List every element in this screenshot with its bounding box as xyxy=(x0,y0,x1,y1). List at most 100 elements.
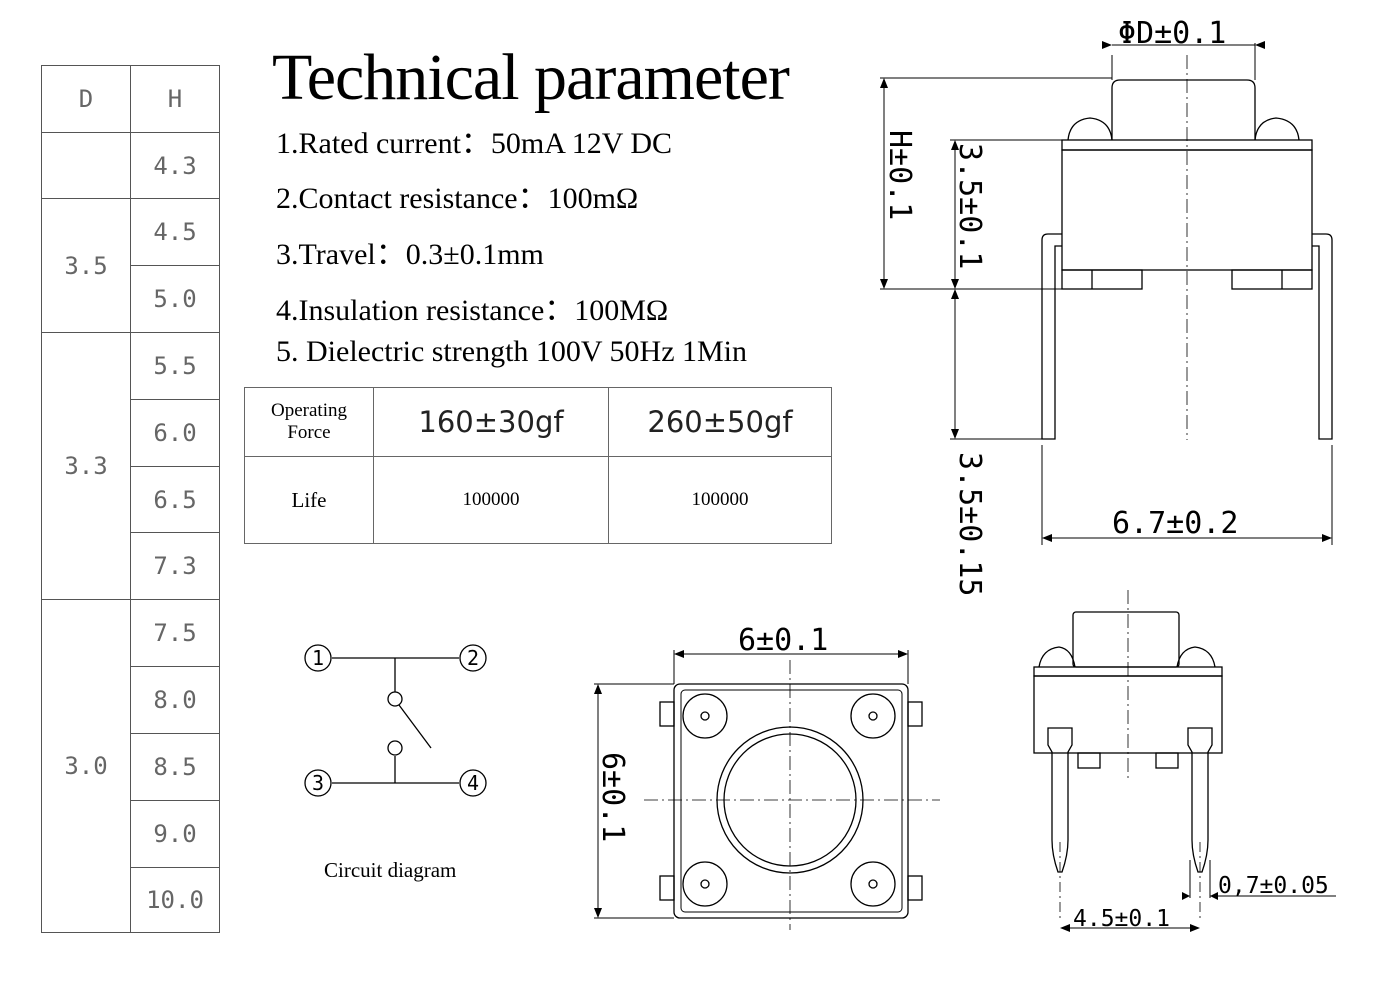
front-bump-right xyxy=(1176,646,1216,668)
table-row: 4.3 xyxy=(41,132,220,199)
corner-hole xyxy=(682,693,728,739)
table-row: 5.0 xyxy=(42,265,220,333)
circuit-diagram xyxy=(304,644,487,797)
switch-contact-top xyxy=(387,691,403,707)
dh-h-cell: 4.3 xyxy=(130,132,220,199)
parameter-insulation-resistance: 4.Insulation resistance：100MΩ xyxy=(276,294,669,327)
table-row: 6.5 xyxy=(42,466,220,533)
life-value-1: 100000 xyxy=(373,456,609,544)
dh-h-cell: 8.0 xyxy=(130,666,220,734)
front-pin-left xyxy=(1047,727,1073,873)
side-view xyxy=(880,43,1333,545)
top-view-arrows xyxy=(594,650,908,918)
top-view-body xyxy=(673,683,909,919)
table-row: Operating Force 160±30gf 260±50gf xyxy=(244,387,832,457)
bump-left xyxy=(1067,117,1113,141)
dh-header-h: H xyxy=(130,65,220,133)
dh-h-cell: 5.5 xyxy=(130,332,220,400)
dh-h-cell: 7.5 xyxy=(130,599,220,667)
body-block xyxy=(1061,149,1313,271)
table-row: 10.0 xyxy=(42,867,220,933)
front-bump-left xyxy=(1038,646,1076,668)
dh-h-cell: 9.0 xyxy=(130,800,220,868)
switch-contact-bottom xyxy=(387,740,403,756)
parameter-dielectric-strength: 5. Dielectric strength 100V 50Hz 1Min xyxy=(276,335,748,368)
dh-h-cell: 4.5 xyxy=(130,198,220,266)
front-cap xyxy=(1072,611,1180,668)
pin-1-circle xyxy=(304,644,332,672)
table-row: Life 100000 100000 xyxy=(244,456,832,544)
dim-total-width: 6.7±0.2 xyxy=(1112,506,1238,541)
table-row: 3.0 7.5 xyxy=(41,599,220,933)
front-view-arrows xyxy=(1060,892,1218,932)
tab-bottom-left xyxy=(659,875,675,901)
life-label: Life xyxy=(244,456,374,544)
dh-d-cell: 3.0 xyxy=(41,599,131,933)
force-life-table: Operating Force 160±30gf 260±50gf Life 1… xyxy=(244,387,832,544)
switch-lever xyxy=(398,704,432,749)
page-title: Technical parameter xyxy=(272,41,790,114)
life-value-2: 100000 xyxy=(608,456,832,544)
pin-label: 4 xyxy=(467,771,479,795)
operating-force-label-line2: Force xyxy=(287,422,331,443)
circuit-diagram-caption: Circuit diagram xyxy=(324,858,457,882)
dim-pin-pitch: 4.5±0.1 xyxy=(1073,906,1170,932)
top-view-labels: 6±0.1 6±0.1 xyxy=(595,623,828,842)
dim-pin-thickness: 0,7±0.05 xyxy=(1218,873,1329,899)
table-row: 7.3 xyxy=(42,532,220,600)
front-view xyxy=(1033,590,1336,929)
top-view xyxy=(594,650,940,930)
dh-h-cell: 8.5 xyxy=(130,733,220,801)
dim-body-depth: 6±0.1 xyxy=(595,752,630,842)
corner-hole xyxy=(850,861,896,907)
dim-pin-length: 3.5±0.15 xyxy=(952,452,987,597)
pin-label: 2 xyxy=(467,646,479,670)
table-row: 8.0 xyxy=(42,666,220,734)
dh-h-cell: 6.5 xyxy=(130,466,220,533)
parameter-travel: 3.Travel：0.3±0.1mm xyxy=(276,238,544,271)
dh-table: D H 4.3 3.5 4.5 5.0 3.3 5.5 6.0 6.5 7.3 … xyxy=(41,65,220,933)
cap-outline xyxy=(1111,79,1256,140)
dim-body-width: 6±0.1 xyxy=(738,623,828,658)
front-view-labels: 0,7±0.05 4.5±0.1 xyxy=(1073,873,1329,932)
pin-label: 3 xyxy=(312,771,324,795)
dim-height: H±0.1 xyxy=(882,130,917,220)
bump-right xyxy=(1254,117,1300,141)
side-view-labels: ΦD±0.1 H±0.1 3.5±0.1 3.5±0.15 6.7±0.2 xyxy=(882,16,1238,597)
dh-h-cell: 10.0 xyxy=(130,867,220,933)
force-value-2: 260±50gf xyxy=(608,387,832,457)
dh-h-cell: 7.3 xyxy=(130,532,220,600)
operating-force-label: Operating Force xyxy=(244,387,374,457)
dim-cap-diameter: ΦD±0.1 xyxy=(1118,16,1226,51)
pin-label: 1 xyxy=(312,646,324,670)
operating-force-label-line1: Operating xyxy=(271,400,347,421)
table-row: 9.0 xyxy=(42,800,220,868)
tab-top-left xyxy=(659,701,675,727)
dh-header-row: D H xyxy=(41,65,220,133)
base-tab-right xyxy=(1231,269,1313,290)
circuit-pin-labels: 1 2 3 4 xyxy=(312,646,479,795)
force-value-1: 160±30gf xyxy=(373,387,609,457)
tab-bottom-right xyxy=(907,875,923,901)
parameter-rated-current: 1.Rated current：50mA 12V DC xyxy=(276,127,673,160)
pin-left xyxy=(1041,233,1062,440)
pin-4-circle xyxy=(459,769,487,797)
pin-2-circle xyxy=(459,644,487,672)
parameter-contact-resistance: 2.Contact resistance：100mΩ xyxy=(276,182,639,215)
dim-body-height: 3.5±0.1 xyxy=(952,143,987,269)
dh-d-cell: 3.3 xyxy=(41,332,131,600)
table-row: 8.5 xyxy=(42,733,220,801)
corner-hole xyxy=(850,693,896,739)
dh-h-cell: 5.0 xyxy=(130,265,220,333)
pin-3-circle xyxy=(304,769,332,797)
pin-right xyxy=(1312,233,1333,440)
dh-header-d: D xyxy=(41,65,131,133)
table-row: 3.3 5.5 xyxy=(41,332,220,600)
tab-top-right xyxy=(907,701,923,727)
side-view-arrows xyxy=(880,41,1332,542)
front-pin-right xyxy=(1187,727,1213,873)
base-tab-left xyxy=(1061,269,1143,290)
corner-hole xyxy=(682,861,728,907)
